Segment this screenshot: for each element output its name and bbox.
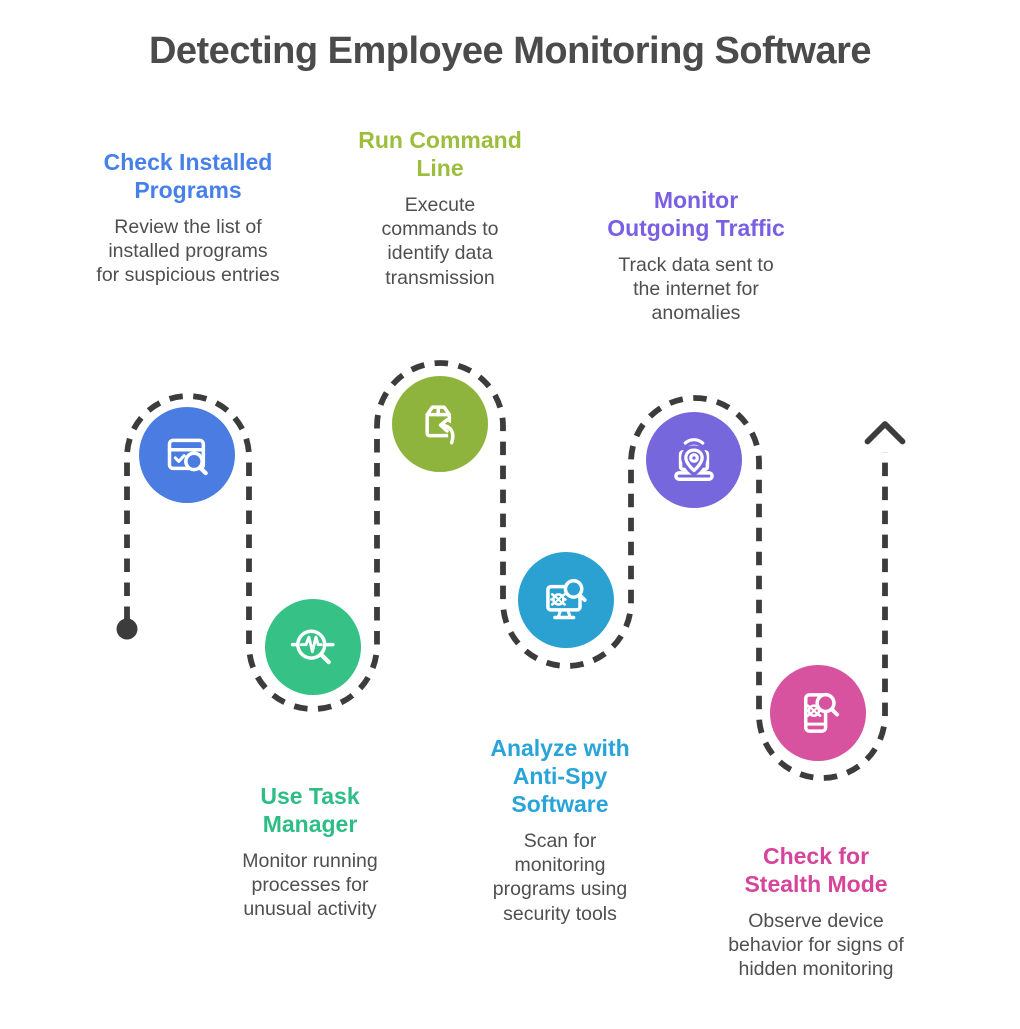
node-check-installed-programs bbox=[139, 407, 235, 503]
node-check-stealth-mode bbox=[770, 665, 866, 761]
monitor-bug-search-icon bbox=[546, 579, 587, 620]
step-heading: Check for Stealth Mode bbox=[744, 843, 888, 898]
step-description: Execute commands to identify data transm… bbox=[381, 194, 499, 289]
step-heading: Monitor Outgoing Traffic bbox=[607, 187, 785, 242]
window-search-icon bbox=[167, 438, 208, 476]
node-analyze-anti-spy bbox=[518, 552, 614, 648]
page-title: Detecting Employee Monitoring Software bbox=[148, 30, 872, 72]
step-description: Track data sent to the internet for anom… bbox=[618, 254, 774, 325]
arrow-up-icon bbox=[864, 421, 906, 445]
step-monitor-outgoing-traffic: Monitor Outgoing Traffic Track data sent… bbox=[607, 186, 785, 326]
step-run-command-line: Run Command Line Execute commands to ide… bbox=[355, 126, 525, 290]
step-description: Observe device behavior for signs of hid… bbox=[728, 910, 904, 981]
step-check-stealth-mode: Check for Stealth Mode Observe device be… bbox=[726, 842, 906, 982]
node-monitor-outgoing-traffic bbox=[646, 412, 742, 508]
package-return-icon bbox=[425, 405, 458, 448]
laptop-location-icon bbox=[674, 438, 714, 481]
step-heading: Check Installed Programs bbox=[103, 149, 273, 204]
pulse-search-icon bbox=[290, 629, 335, 665]
step-description: Review the list of installed programs fo… bbox=[96, 216, 280, 287]
step-description: Monitor running processes for unusual ac… bbox=[242, 850, 378, 921]
step-check-installed-programs: Check Installed Programs Review the list… bbox=[88, 148, 288, 288]
step-heading: Use Task Manager bbox=[260, 783, 360, 838]
node-run-command-line bbox=[392, 376, 488, 472]
step-description: Scan for monitoring programs using secur… bbox=[492, 830, 628, 925]
step-heading: Run Command Line bbox=[358, 127, 522, 182]
step-heading: Analyze with Anti-Spy Software bbox=[490, 735, 630, 818]
node-use-task-manager bbox=[265, 599, 361, 695]
step-analyze-anti-spy: Analyze with Anti-Spy Software Scan for … bbox=[485, 734, 635, 926]
start-dot-icon bbox=[116, 618, 138, 640]
step-use-task-manager: Use Task Manager Monitor running process… bbox=[230, 782, 390, 922]
phone-bug-search-icon bbox=[804, 692, 839, 733]
